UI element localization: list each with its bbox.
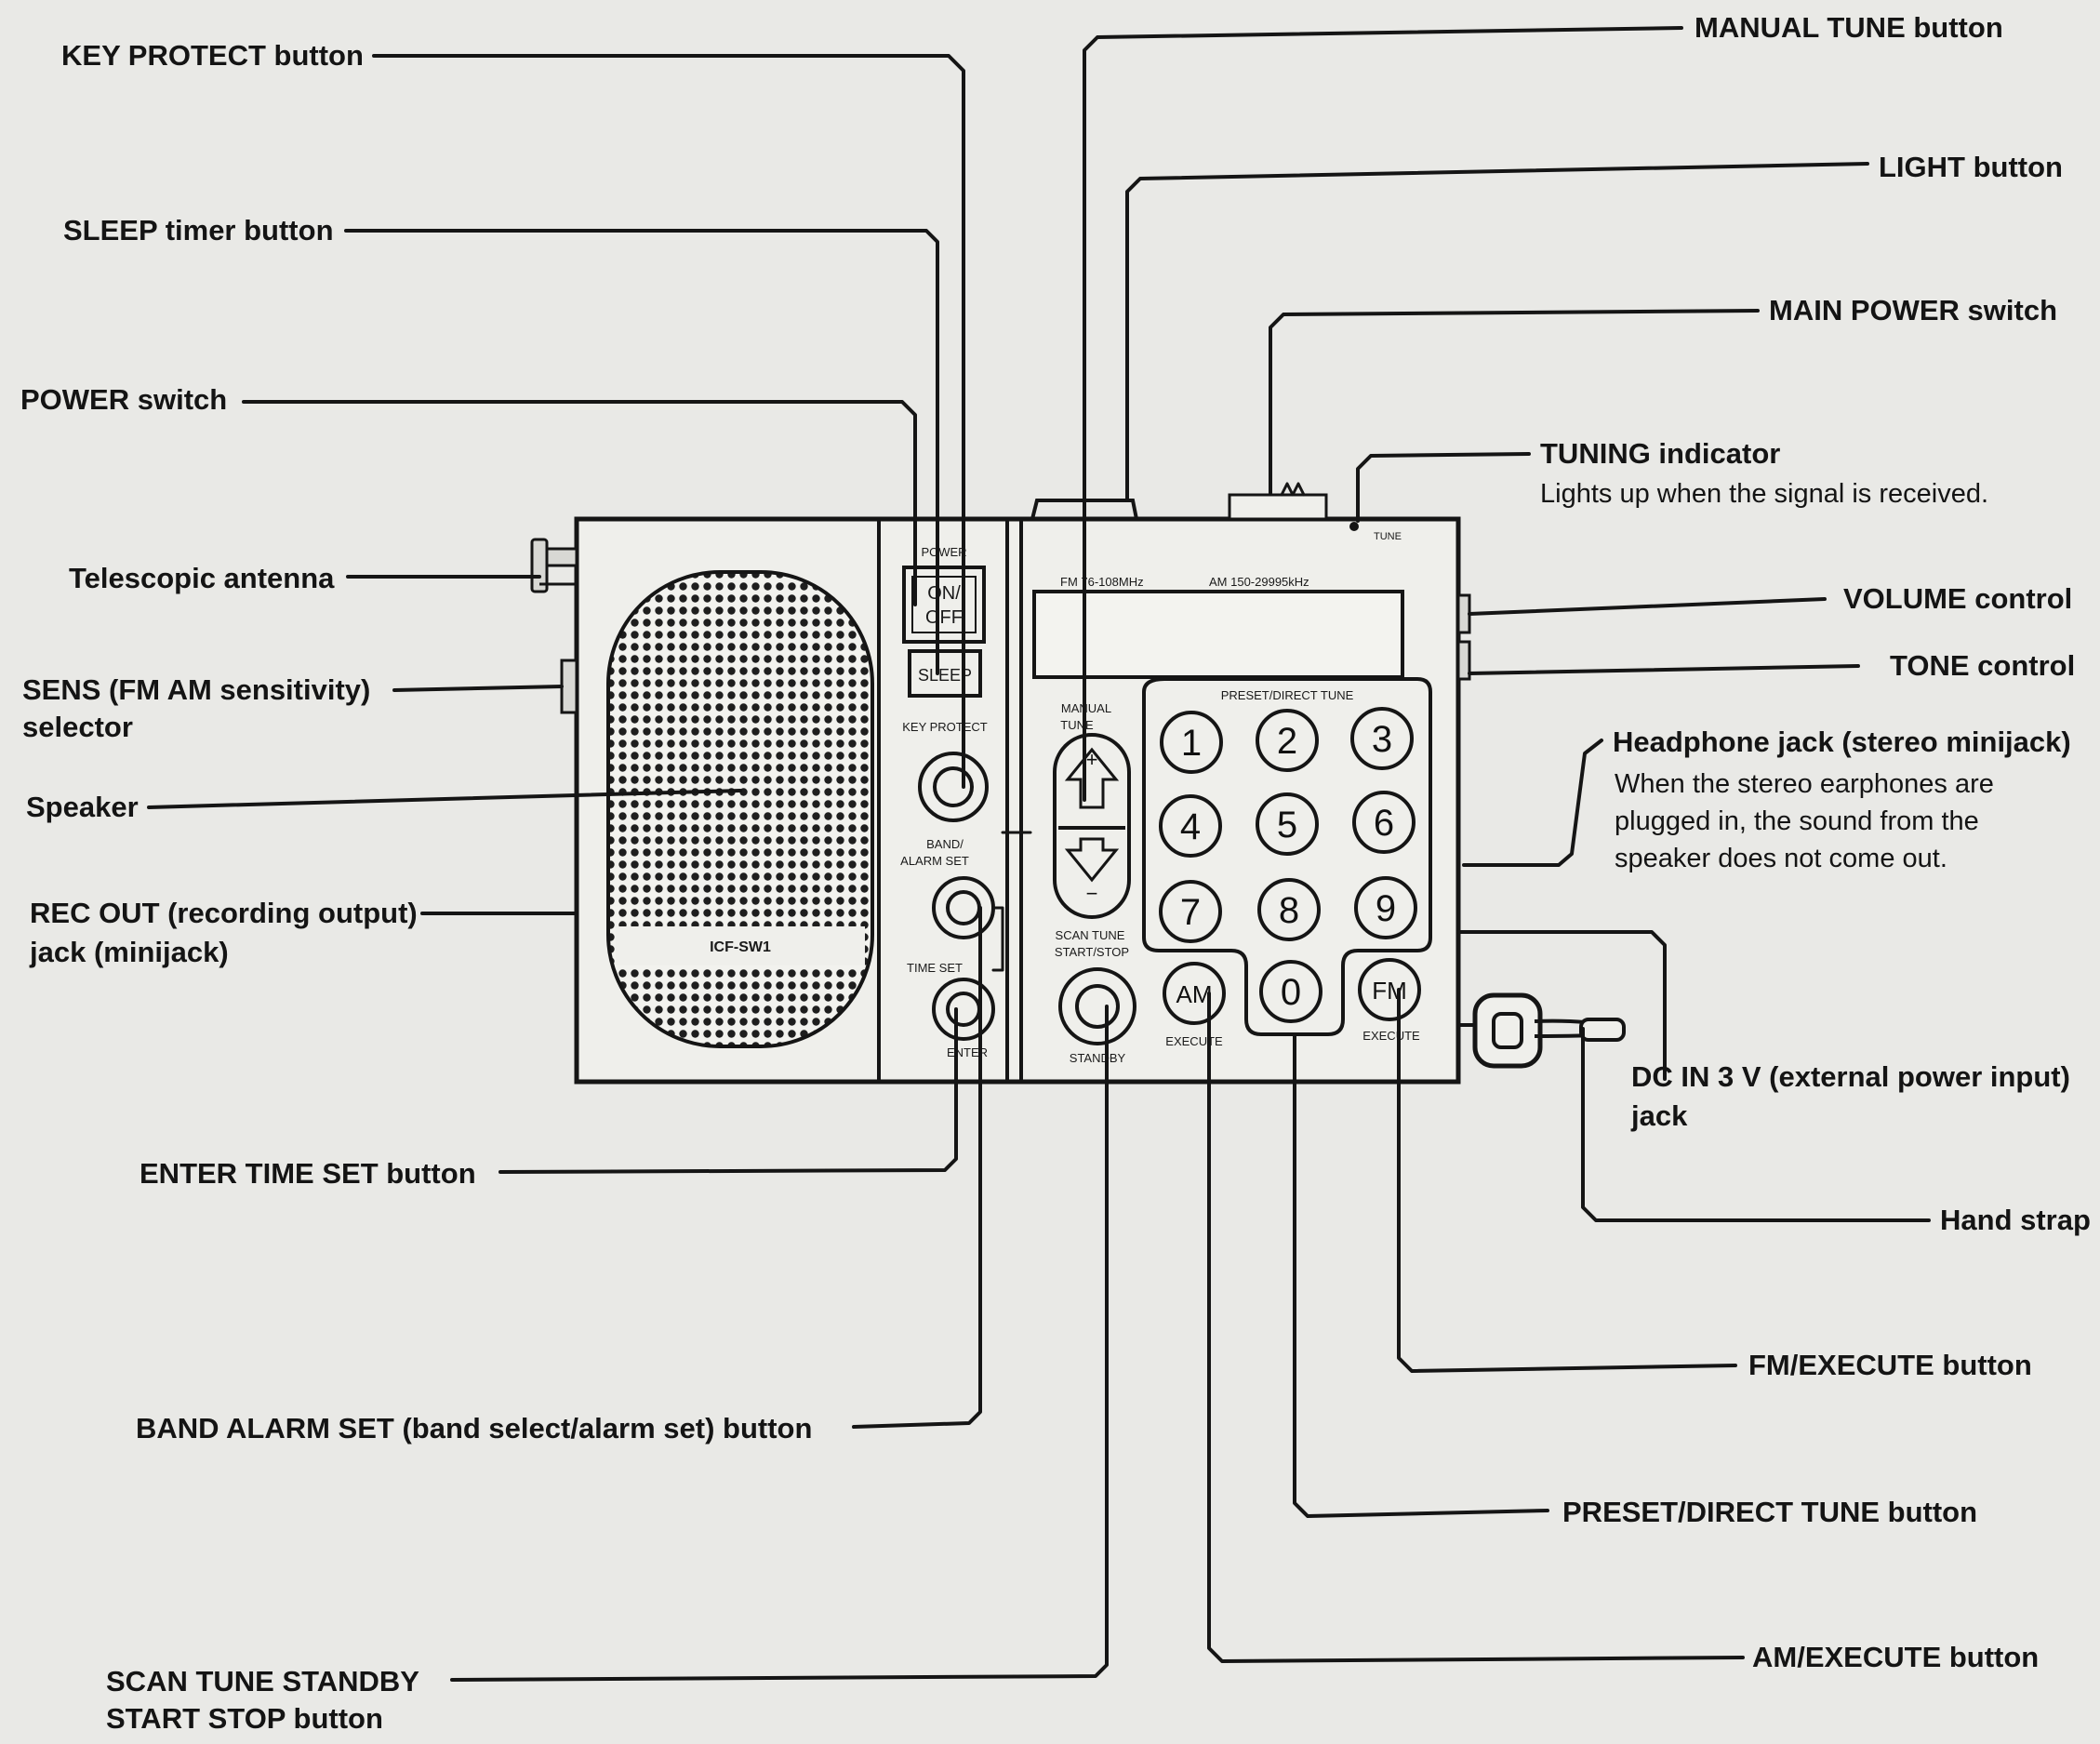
tuning-indicator-led — [1349, 522, 1359, 531]
hand-strap-graphic — [1458, 992, 1626, 1069]
key-5[interactable]: 5 — [1256, 792, 1319, 856]
label-tone: TONE control — [1890, 649, 2075, 682]
label-am-execute: AM/EXECUTE button — [1752, 1641, 2039, 1673]
svg-text:2: 2 — [1277, 721, 1297, 762]
label-sleep-timer: SLEEP timer button — [63, 214, 334, 246]
label-band-alarm-set: BAND ALARM SET (band select/alarm set) b… — [136, 1412, 812, 1444]
key-0[interactable]: 0 — [1259, 960, 1322, 1023]
svg-text:AM: AM — [1176, 980, 1213, 1008]
sens-selector[interactable] — [560, 659, 578, 714]
label-headphone-jack: Headphone jack (stereo minijack) — [1613, 726, 2071, 758]
model-name: ICF-SW1 — [710, 939, 771, 955]
label-headphone-desc-3: speaker does not come out. — [1615, 844, 1947, 873]
radio-body: ICF-SW1 POWER ON/ OFF SLEEP KEY PROTECT … — [530, 482, 1626, 1085]
key-2[interactable]: 2 — [1256, 709, 1319, 772]
label-sens-line1: SENS (FM AM sensitivity) — [22, 673, 370, 706]
lcd-display — [1032, 590, 1404, 679]
label-scan-tune-line1: SCAN TUNE STANDBY — [106, 1665, 419, 1697]
panel-time-set-label: TIME SET — [907, 961, 963, 975]
svg-text:9: 9 — [1376, 888, 1396, 929]
panel-standby-label: STANDBY — [1070, 1051, 1126, 1065]
label-rec-out-line1: REC OUT (recording output) — [30, 897, 418, 929]
svg-text:8: 8 — [1279, 890, 1299, 931]
leader-lines — [147, 26, 1931, 1682]
label-enter-time-set: ENTER TIME SET button — [140, 1157, 476, 1190]
key-9[interactable]: 9 — [1354, 876, 1417, 939]
svg-text:7: 7 — [1180, 892, 1201, 933]
svg-text:4: 4 — [1180, 806, 1201, 847]
label-light: LIGHT button — [1879, 151, 2063, 183]
tone-control-knob[interactable] — [1456, 640, 1471, 681]
label-headphone-desc-1: When the stereo earphones are — [1615, 769, 1994, 799]
enter-time-set-button[interactable] — [932, 978, 995, 1041]
label-preset-direct: PRESET/DIRECT TUNE button — [1562, 1496, 1977, 1528]
label-rec-out-line2: jack (minijack) — [29, 936, 229, 968]
label-power-switch: POWER switch — [20, 383, 227, 416]
svg-text:FM: FM — [1372, 977, 1407, 1005]
panel-execute-fm-label: EXECUTE — [1362, 1029, 1420, 1043]
label-fm-execute: FM/EXECUTE button — [1748, 1349, 2032, 1381]
label-dc-in-line1: DC IN 3 V (external power input) — [1631, 1060, 2070, 1093]
label-key-protect: KEY PROTECT button — [61, 39, 364, 72]
label-telescopic-antenna: Telescopic antenna — [69, 562, 335, 594]
label-headphone-desc-2: plugged in, the sound from the — [1615, 806, 1979, 836]
key-6[interactable]: 6 — [1352, 791, 1416, 854]
label-tuning-indicator: TUNING indicator — [1540, 437, 1780, 470]
panel-band-label: BAND/ — [926, 837, 964, 851]
key-3[interactable]: 3 — [1350, 707, 1414, 770]
panel-execute-am-label: EXECUTE — [1165, 1034, 1223, 1048]
panel-power-label: POWER — [921, 545, 966, 559]
fm-execute-button[interactable]: FM — [1358, 958, 1421, 1021]
panel-tune-label: TUNE — [1060, 718, 1094, 732]
panel-preset-direct-label: PRESET/DIRECT TUNE — [1221, 688, 1354, 702]
svg-text:3: 3 — [1372, 719, 1392, 760]
panel-key-protect-label: KEY PROTECT — [902, 720, 988, 734]
panel-tune-indicator-label: TUNE — [1374, 531, 1402, 542]
panel-sleep-label: SLEEP — [918, 666, 972, 685]
speaker-grille — [606, 570, 874, 1048]
main-power-switch-knob[interactable] — [1228, 493, 1328, 521]
band-alarm-set-button[interactable] — [932, 876, 995, 939]
svg-text:5: 5 — [1277, 805, 1297, 845]
panel-scan-tune-label: SCAN TUNE — [1056, 928, 1125, 942]
up-sign: + — [1086, 748, 1098, 771]
label-sens-line2: selector — [22, 711, 133, 743]
svg-text:1: 1 — [1181, 723, 1202, 764]
key-8[interactable]: 8 — [1257, 878, 1321, 941]
am-execute-button[interactable]: AM — [1163, 962, 1226, 1025]
telescopic-antenna-knob[interactable] — [530, 538, 578, 593]
label-hand-strap: Hand strap — [1940, 1204, 2091, 1236]
panel-alarm-set-label: ALARM SET — [900, 854, 969, 868]
scan-tune-button[interactable] — [1058, 967, 1136, 1045]
label-main-power: MAIN POWER switch — [1769, 294, 2057, 326]
panel-on-label: ON/ — [927, 583, 961, 604]
label-volume: VOLUME control — [1843, 582, 2072, 615]
label-dc-in-line2: jack — [1630, 1099, 1688, 1132]
sleep-button[interactable] — [908, 649, 982, 698]
key-1[interactable]: 1 — [1160, 711, 1223, 774]
panel-off-label: OFF — [925, 607, 963, 628]
panel-freq-am: AM 150-29995kHz — [1209, 575, 1309, 589]
label-speaker: Speaker — [26, 791, 139, 823]
label-scan-tune-line2: START STOP button — [106, 1702, 383, 1735]
power-switch[interactable] — [902, 566, 986, 644]
label-manual-tune: MANUAL TUNE button — [1695, 11, 2003, 44]
panel-freq-fm: FM 76-108MHz — [1060, 575, 1144, 589]
down-sign: − — [1086, 882, 1098, 905]
key-protect-button[interactable] — [918, 752, 989, 822]
svg-text:6: 6 — [1374, 803, 1394, 844]
key-7[interactable]: 7 — [1159, 880, 1222, 943]
label-tuning-indicator-desc: Lights up when the signal is received. — [1540, 479, 1988, 509]
panel-start-stop-label: START/STOP — [1055, 945, 1129, 959]
key-4[interactable]: 4 — [1159, 794, 1222, 858]
svg-text:0: 0 — [1281, 972, 1301, 1013]
